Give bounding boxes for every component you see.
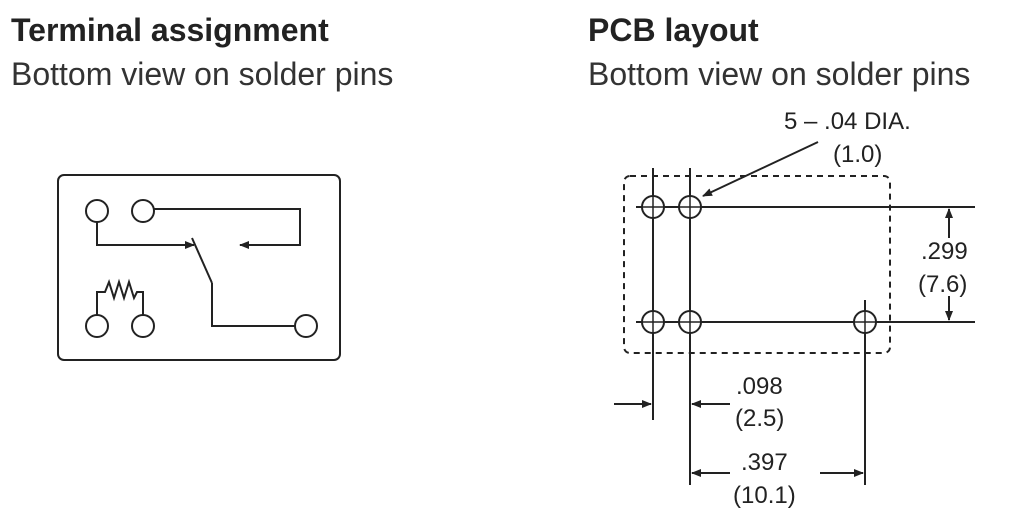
dim-vertical-metric: (7.6) bbox=[918, 271, 967, 298]
hole-diameter-leader bbox=[702, 141, 819, 197]
nc-contact-wire bbox=[211, 283, 295, 327]
pin-no-contact bbox=[131, 199, 155, 223]
relay-body-outline bbox=[57, 174, 341, 361]
pin-common bbox=[85, 199, 109, 223]
terminal-schematic bbox=[57, 174, 341, 361]
pin-nc-contact bbox=[294, 314, 318, 338]
dim-wide-metric: (10.1) bbox=[733, 482, 796, 509]
dim-vertical-label: .299 bbox=[921, 238, 968, 265]
dim-wide-label: .397 bbox=[741, 449, 788, 476]
coil-resistor-symbol bbox=[96, 278, 144, 315]
common-wire bbox=[96, 222, 195, 249]
dim-small-label: .098 bbox=[736, 373, 783, 400]
hole-crosshairs bbox=[642, 196, 876, 333]
dim-small-metric: (2.5) bbox=[735, 405, 784, 432]
hole-diameter-label: 5 – .04 DIA. bbox=[784, 108, 911, 135]
hole-diameter-metric: (1.0) bbox=[833, 141, 882, 168]
terminal-assignment-title: Terminal assignment bbox=[11, 12, 329, 48]
terminal-assignment-subtitle: Bottom view on solder pins bbox=[11, 56, 394, 92]
pcb-layout-drawing bbox=[614, 141, 975, 485]
no-contact-wire bbox=[154, 208, 301, 249]
pin-coil-left bbox=[85, 314, 109, 338]
pcb-layout-title: PCB layout bbox=[588, 12, 759, 48]
switch-armature bbox=[191, 237, 213, 284]
pcb-layout-subtitle: Bottom view on solder pins bbox=[588, 56, 971, 92]
pin-coil-right bbox=[131, 314, 155, 338]
relay-outline-dashed bbox=[623, 175, 891, 354]
